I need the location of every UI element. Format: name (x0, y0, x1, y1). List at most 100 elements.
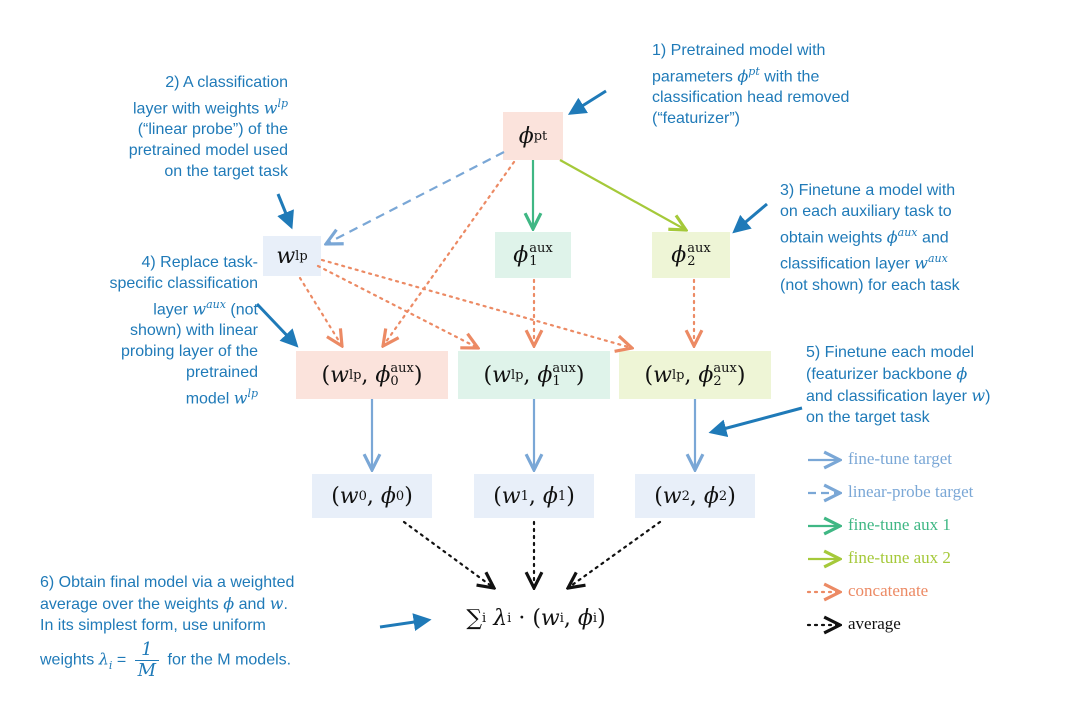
annotation-6-line-1: 6) Obtain final model via a weighted (40, 574, 295, 591)
annotation-1-line-2: parameters ϕpt with the (652, 61, 849, 87)
annotation-6-line-4-b: for the M models. (167, 651, 292, 669)
annotation-4-line-7-a: model (185, 390, 230, 408)
node-pair1-phi-sub: 1 (552, 374, 561, 389)
annotation-3-line-4-a: classification layer (780, 255, 910, 273)
node-pair1-w: w (492, 362, 511, 388)
annotation-2-line-2-a: layer with weights (133, 100, 260, 118)
annotation-3-symbol-sup: aux (897, 226, 918, 239)
annotation-3-symbol2-sup: aux (927, 252, 948, 266)
node-phi1-aux-sup: aux (529, 241, 553, 256)
annotation-5-line-3-b: ) (985, 388, 991, 405)
annotation-6-symbol2: w (269, 594, 284, 613)
annotation-6-line-2-c: . (283, 596, 288, 613)
node-pair0-phi-sub: 0 (390, 374, 399, 389)
node-w-lp-base: w (276, 243, 296, 269)
legend-label-fine-tune-aux1: fine-tune aux 1 (848, 515, 951, 534)
node-w-lp-sup: lp (295, 248, 308, 264)
annotation-5-line-2: (featurizer backbone ϕ (806, 363, 990, 385)
annotation-5-symbol: ϕ (956, 364, 968, 383)
annotation-1-line-4: (“featurizer”) (652, 110, 741, 128)
annotation-6-line-2-a: average over the weights (40, 596, 219, 613)
annotation-2-line-1: 2) A classification (165, 74, 288, 91)
box-pair2 (619, 351, 771, 399)
edge-out2-to-final (568, 520, 662, 588)
annotation-3-line-3-b: and (921, 229, 949, 247)
node-final-phi: ϕ (577, 605, 593, 631)
node-final-w-sub: i (559, 610, 564, 626)
node-pair2-phi: ϕ (698, 362, 714, 388)
annotation-5-line-1: 5) Finetune each model (806, 344, 975, 361)
annotation-1-symbol-sup: pt (748, 65, 760, 78)
annotation-1-line-1: 1) Pretrained model with (652, 42, 826, 59)
annotation-6-lambda: λ (98, 649, 109, 669)
annotation-3-line-4: classification layer waux (780, 248, 960, 274)
legend-label-average: average (848, 614, 901, 633)
node-pair0-phi: ϕ (375, 362, 391, 388)
annotation-3-line-5: (not shown) for each task (780, 276, 960, 294)
box-phi1-aux (495, 232, 571, 278)
annotation-2-line-4: pretrained model used (128, 142, 288, 160)
node-final-lambda-sub: i (507, 610, 512, 626)
node-final-lambda: λ (493, 605, 508, 631)
edge-wlp-to-pair2 (320, 258, 632, 348)
annotation-4-line-3-a: layer (153, 301, 188, 319)
node-pair2-w-sup: lp (671, 367, 685, 383)
annotation-4-line-2: specific classification (109, 275, 259, 292)
node-phi2-aux-base: ϕ (671, 242, 687, 268)
annotation-2-line-2: layer with weights wlp (40, 93, 288, 119)
node-out1-w-sub: 1 (520, 488, 529, 504)
annotation-2-line-5: on the target task (164, 163, 288, 181)
box-out0 (312, 474, 432, 518)
annotation-4-line-1: 4) Replace task- (141, 254, 259, 271)
callout-arrow-4 (255, 302, 299, 348)
annotation-6-frac-den: M (137, 660, 157, 681)
annotation-3-symbol: ϕ (886, 227, 898, 247)
annotation-1-line-2-b: with the (764, 68, 820, 86)
node-final-sum: ∑ (466, 605, 483, 631)
annotation-4-line-7: model wlp (40, 383, 258, 409)
annotation-4-symbol2: w (233, 388, 248, 408)
node-out2-w-sub: 2 (681, 488, 690, 504)
node-pair2-phi-sup: aux (713, 361, 737, 376)
annotation-5-line-3-a: and classification layer (806, 388, 967, 405)
edge-wlp-to-pair0 (298, 276, 342, 346)
legend-label-fine-tune-aux2: fine-tune aux 2 (848, 548, 951, 567)
callout-arrow-1 (567, 89, 607, 115)
node-phi1-aux-sub: 1 (529, 254, 538, 269)
node-out0-phi: ϕ (380, 483, 396, 509)
callout-arrow-2 (276, 193, 294, 230)
annotation-2-symbol-sup: lp (277, 97, 288, 110)
node-pair1-phi-sup: aux (552, 361, 576, 376)
legend-label-concatenate: concatenate (848, 581, 929, 600)
node-out0-w-sub: 0 (358, 488, 367, 504)
node-out1-phi: ϕ (542, 483, 558, 509)
annotation-3-line-3: obtain weights ϕaux and (780, 222, 960, 248)
node-phi-pt-base: ϕ (518, 123, 534, 149)
edge-out0-to-final (402, 520, 494, 588)
annotation-3: 3) Finetune a model with on each auxilia… (780, 180, 960, 296)
node-out0-phi-sub: 0 (395, 488, 405, 504)
node-pair2-phi-sub: 2 (713, 374, 722, 389)
node-out0-w: w (339, 483, 359, 509)
annotation-3-line-1: 3) Finetune a model with (780, 182, 956, 199)
annotation-2-line-3: (“linear probe”) of the (137, 121, 288, 139)
box-out2 (635, 474, 755, 518)
annotation-6-line-2: average over the weights ϕ and w. (40, 593, 294, 615)
annotation-5-line-4: on the target task (806, 409, 930, 426)
node-final-sum-sub: i (482, 610, 487, 626)
box-pair0 (296, 351, 448, 399)
box-w-lp (263, 236, 321, 276)
annotation-4-line-3: layer waux (not (40, 294, 258, 320)
annotation-3-line-2: on each auxiliary task to (780, 203, 952, 220)
